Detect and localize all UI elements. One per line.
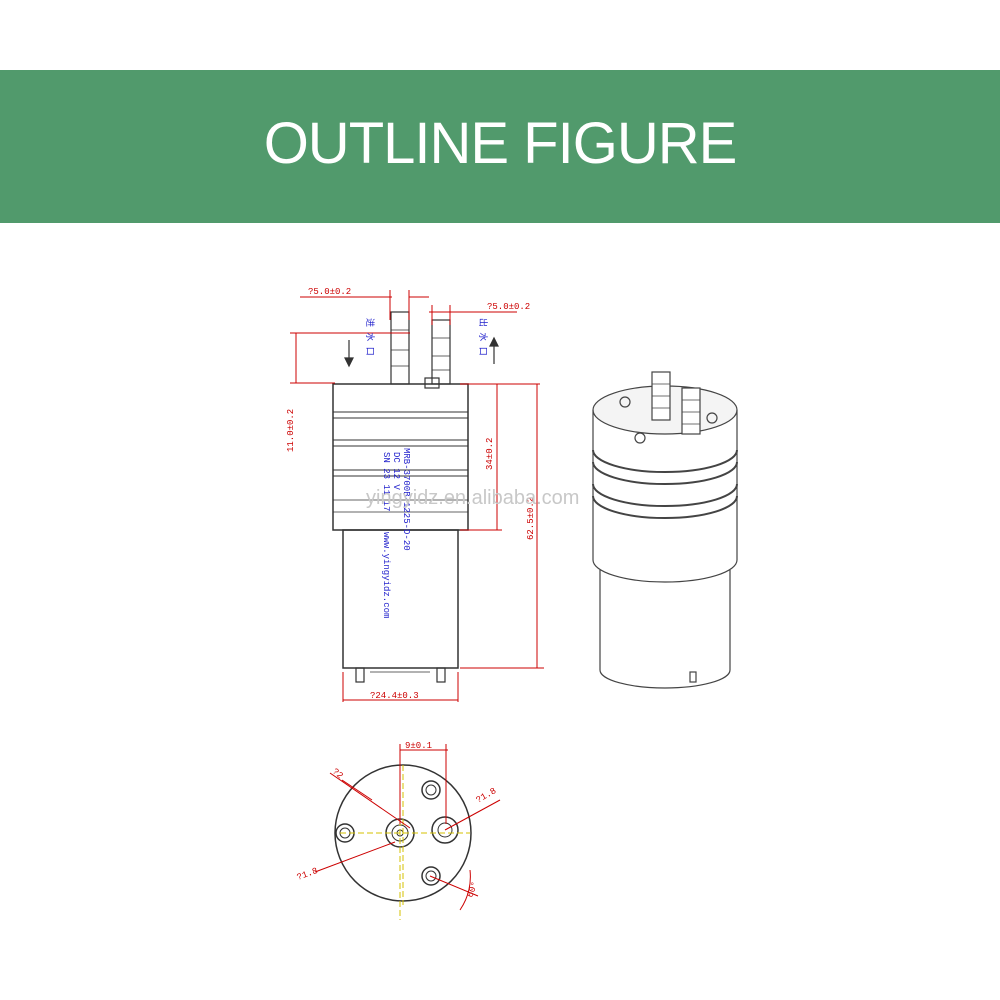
dim-hole-bottom: ?1.8 [296,866,320,883]
dim-height-34: 34±0.2 [485,438,495,470]
dim-angle: 60° [465,880,480,899]
top-view-centerlines [340,765,470,920]
product-model-label: MRB-3700B-1225-D-20 [401,448,411,551]
side-dimension-lines [290,290,544,702]
dim-hole-left: ?2 [330,767,345,782]
top-dimension-lines [314,744,501,911]
title-banner: OUTLINE FIGURE [0,70,1000,223]
product-serial-label: SN 23 11 17 [381,452,391,511]
pump-side-view [332,311,469,683]
dim-diameter: ?24.4±0.3 [370,691,419,701]
dim-spacing: 9±0.1 [405,741,432,751]
outlet-label: 出 水 口 [477,318,489,356]
pump-3d-view [592,371,738,689]
flow-arrows [344,336,499,368]
product-voltage-label: DC 12 V [391,452,401,490]
dim-outlet-left: ?5.0±0.2 [308,287,351,297]
page-title: OUTLINE FIGURE [263,111,738,176]
dim-height-62: 62.5±0.2 [526,497,536,540]
dim-height-11: 11.0±0.2 [286,409,296,452]
dim-outlet-right: ?5.0±0.2 [487,302,530,312]
watermark: yingyidz.en.alibaba.com [366,487,579,509]
inlet-label: 进 水 口 [364,318,376,356]
product-website-label: www.yingyidz.com [381,532,391,618]
